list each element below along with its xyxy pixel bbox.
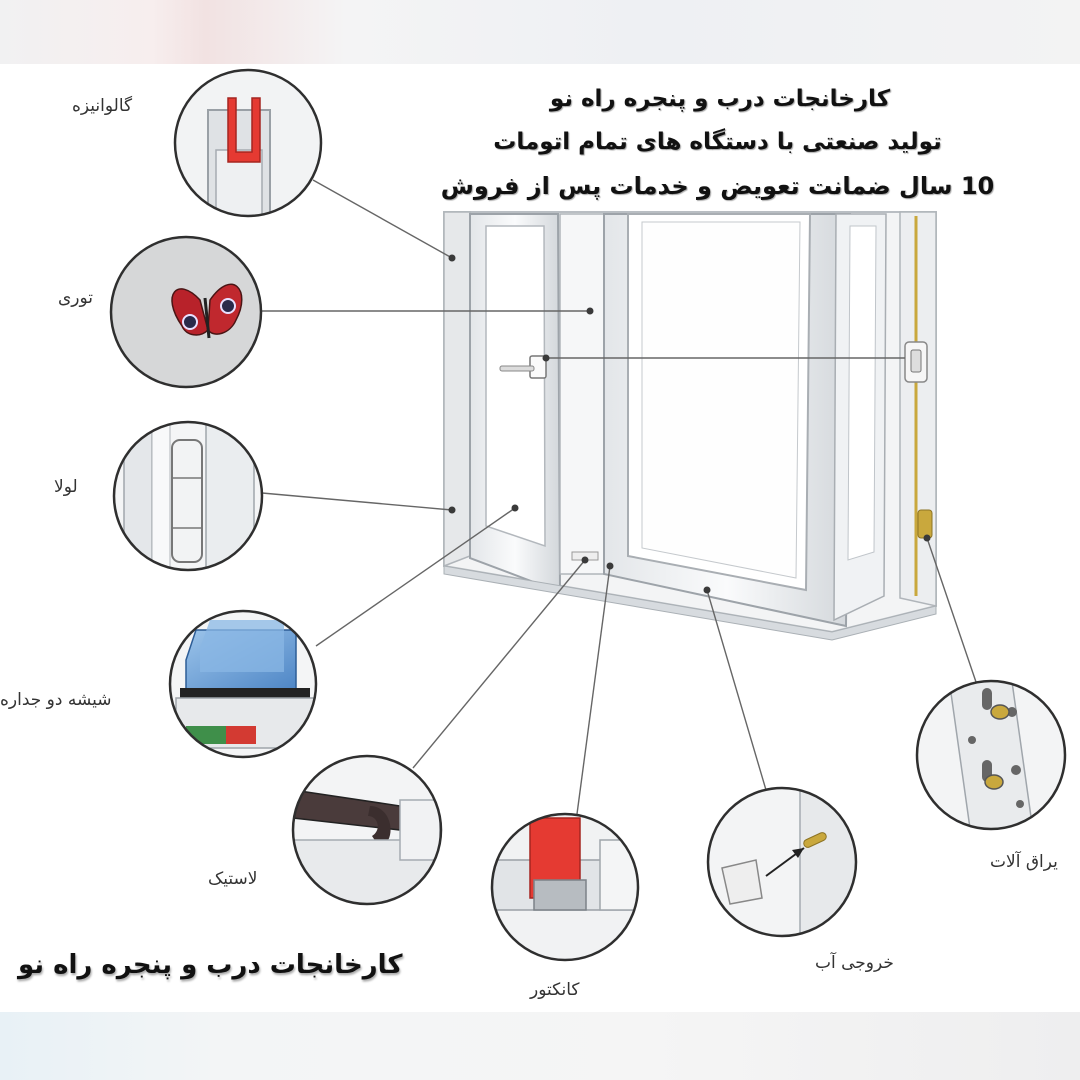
window-illustration bbox=[443, 211, 937, 641]
insect-screen-butterfly-icon bbox=[109, 235, 263, 389]
label-connector: کانکتور bbox=[530, 980, 580, 1000]
label-hinge: لولا bbox=[54, 477, 78, 497]
leader-dots bbox=[448, 254, 931, 594]
label-screen: توری bbox=[58, 288, 94, 308]
label-water-drain: خروجی آب bbox=[815, 953, 894, 973]
hardware-fittings-icon bbox=[915, 679, 1067, 831]
leader-lines bbox=[261, 179, 977, 815]
headline-warranty: 10 سال ضمانت تعویض و خدمات پس از فروش bbox=[440, 172, 995, 200]
connector-icon bbox=[490, 812, 640, 962]
galvanized-steel-profile-icon bbox=[173, 68, 323, 218]
bottom-blur-band bbox=[0, 1012, 1080, 1080]
rubber-gasket-icon bbox=[291, 754, 443, 906]
headline-production: تولید صنعتی با دستگاه های تمام اتومات bbox=[493, 129, 942, 155]
water-drain-cap-icon bbox=[706, 786, 858, 938]
footer-company: کارخانجات درب و پنجره راه نو bbox=[18, 950, 403, 980]
hinge-icon bbox=[112, 420, 264, 572]
headline-company: کارخانجات درب و پنجره راه نو bbox=[549, 86, 891, 112]
top-blur-band bbox=[0, 0, 1080, 64]
double-glazing-icon bbox=[168, 609, 318, 759]
label-double-glazing: شیشه دو جداره bbox=[0, 690, 112, 710]
label-gasket: لاستیک bbox=[208, 869, 258, 889]
label-hardware: یراق آلات bbox=[990, 852, 1058, 872]
label-galvanize: گالوانیزه bbox=[72, 96, 133, 116]
